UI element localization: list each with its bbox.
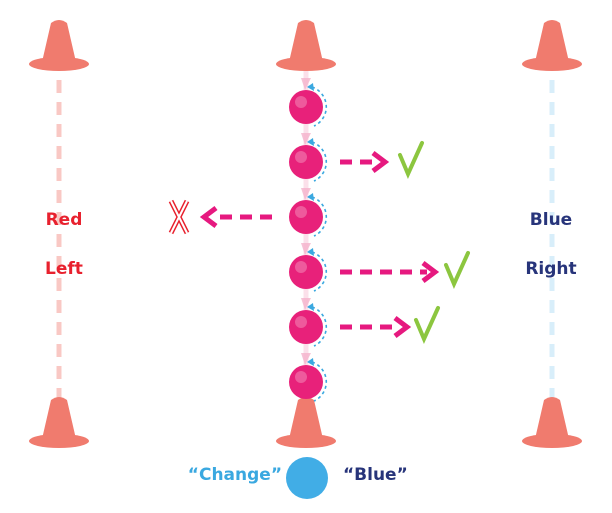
label-red: Red <box>45 210 83 230</box>
label-left: Left <box>45 259 83 279</box>
check-icon <box>414 306 440 345</box>
cone-top-right <box>522 20 582 71</box>
ball <box>289 78 328 127</box>
label-right: Right <box>525 259 577 279</box>
cross-icon <box>168 199 190 235</box>
spin-arrow <box>311 361 328 402</box>
check-icon <box>398 141 424 180</box>
ball <box>289 188 328 237</box>
ball <box>289 353 328 402</box>
spin-arrow <box>311 251 328 292</box>
cone-top-center <box>276 20 336 71</box>
command-word-change: “Change” <box>187 465 282 485</box>
command-word-blue: “Blue” <box>343 465 408 485</box>
spin-arrow <box>311 196 328 237</box>
label-blue: Blue <box>529 210 573 230</box>
ball <box>289 243 328 292</box>
spin-arrow <box>311 141 328 182</box>
arrow-right <box>340 261 440 283</box>
command-dot <box>286 457 328 499</box>
spin-arrow <box>311 306 328 347</box>
arrow-right <box>340 316 412 338</box>
ball <box>289 298 328 347</box>
ball <box>289 133 328 182</box>
cone-top-left <box>29 20 89 71</box>
arrow-right <box>340 151 390 173</box>
spin-arrow <box>311 86 328 127</box>
arrow-left <box>199 206 272 228</box>
check-icon <box>444 251 470 290</box>
cone-bottom-center <box>276 397 336 448</box>
cone-bottom-left <box>29 397 89 448</box>
cone-bottom-right <box>522 397 582 448</box>
